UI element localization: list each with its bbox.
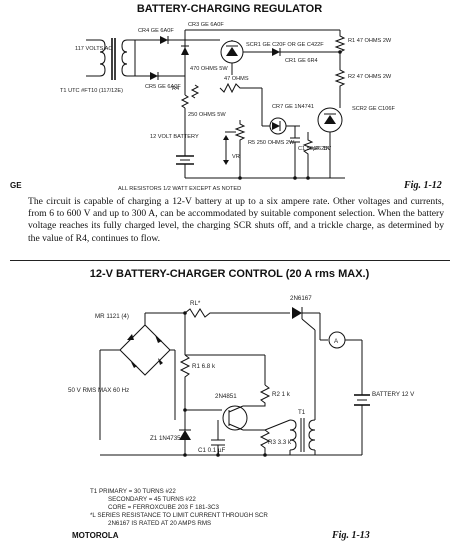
- label-r3: 470 OHMS 5W: [190, 66, 228, 72]
- label-battery: 12 VOLT BATTERY: [150, 134, 199, 140]
- figure-label-1-12: Fig. 1-12: [404, 180, 442, 191]
- battery-charger-control-schematic: [99, 307, 370, 457]
- label-cr7: CR7 GE 1N4741: [272, 104, 314, 110]
- source-motorola: MOTOROLA: [72, 531, 119, 540]
- label-t1: T1 UTC #FT10 (117/12E): [60, 88, 123, 94]
- label-z1: Z1 1N4735: [150, 435, 181, 442]
- label-ac-source: 50 V RMS MAX 60 Hz: [68, 387, 129, 394]
- label-r3: R3 3.3 k: [268, 439, 292, 446]
- label-r1: R1 47 OHMS 2W: [348, 38, 392, 44]
- note-line-5: 2N6167 IS RATED AT 20 AMPS RMS: [108, 520, 211, 527]
- label-r4b: 250 OHMS 5W: [188, 112, 226, 118]
- figure-label-1-13: Fig. 1-13: [332, 530, 370, 541]
- label-ammeter: A: [334, 338, 339, 345]
- battery-charging-regulator-schematic: [86, 29, 346, 180]
- label-ac-in: 117 VOLTS AC: [75, 46, 112, 52]
- note-resistors: ALL RESISTORS 1/2 WATT EXCEPT AS NOTED: [118, 186, 241, 192]
- label-cr1: CR1 GE 6R4: [285, 58, 318, 64]
- section1-title: BATTERY-CHARGING REGULATOR: [136, 3, 323, 15]
- label-scr: 2N6167: [290, 295, 312, 302]
- label-vr: VR: [232, 154, 240, 160]
- section-divider: [10, 260, 450, 261]
- note-line-1: T1 PRIMARY = 30 TURNS #22: [90, 488, 176, 495]
- label-r5: R5 250 OHMS 2W: [248, 140, 295, 146]
- label-r4: R4: [172, 86, 179, 92]
- note-line-4: *L SERIES RESISTANCE TO LIMIT CURRENT TH…: [90, 512, 268, 519]
- note-line-3: CORE = FERROXCUBE 203 F 181-3C3: [108, 504, 219, 511]
- label-cr5: CR5 GE 6A0F: [145, 84, 181, 90]
- label-cr3: CR3 GE 6A0F: [188, 22, 224, 28]
- label-cr4: CR4 GE 6A0F: [138, 28, 174, 34]
- label-ujt: 2N4851: [215, 393, 237, 400]
- label-r2: R2 1 k: [272, 391, 291, 398]
- section2-title: 12-V BATTERY-CHARGER CONTROL (20 A rms M…: [89, 268, 370, 280]
- source-ge: GE: [10, 181, 22, 190]
- label-battery: BATTERY 12 V: [372, 391, 415, 398]
- description-paragraph: The circuit is capable of charging a 12-…: [28, 196, 444, 244]
- label-r2: R2 47 OHMS 2W: [348, 74, 392, 80]
- label-47ohms: 47 OHMS: [224, 76, 249, 82]
- label-t1: T1: [298, 409, 306, 416]
- label-r1: R1 6.8 k: [192, 363, 216, 370]
- label-c1: C1 0.1 µF: [198, 447, 226, 454]
- label-scr2: SCR2 GE C106F: [352, 106, 395, 112]
- label-c1: C1 50µF 25V: [298, 146, 331, 152]
- label-r6: R6 1K: [314, 146, 330, 152]
- label-rl: RL*: [190, 300, 201, 307]
- note-line-2: SECONDARY = 45 TURNS #22: [108, 496, 196, 503]
- label-bridge: MR 1121 (4): [95, 313, 129, 320]
- label-scr1: SCR1 GE C20F OR GE C422F: [246, 42, 324, 48]
